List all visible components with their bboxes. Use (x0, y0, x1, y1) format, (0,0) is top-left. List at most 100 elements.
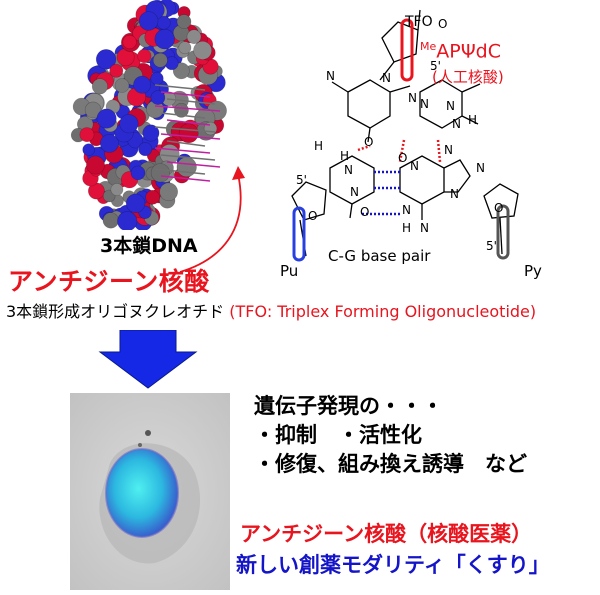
dna-atom-sphere (150, 71, 164, 86)
tfo-tag: TFO (405, 14, 433, 30)
red-curved-arrow-icon (179, 166, 245, 273)
svg-text:N: N (410, 159, 419, 173)
dna-atom-sphere (133, 75, 152, 94)
tfo-stick-bond (166, 98, 216, 105)
svg-text:O: O (494, 201, 503, 215)
tfo-stick-bond (160, 112, 206, 119)
svg-text:5': 5' (296, 173, 307, 187)
svg-text:N: N (408, 91, 417, 105)
pu-label: Pu (280, 262, 299, 280)
dna-atom-sphere (110, 183, 124, 196)
tfo-stick-bond (154, 168, 206, 175)
dna-atom-sphere (95, 49, 117, 70)
tfo-stick-bond (154, 147, 211, 154)
gene-expression-effects: 遺伝子発現の・・・ ・抑制 ・活性化 ・修復、組み換え誘導 など (254, 392, 527, 479)
dna-atom-sphere (138, 142, 153, 157)
tfo-stick-bond (166, 161, 221, 168)
svg-text:5': 5' (486, 239, 497, 253)
me-apdc-label: MeAPΨdC (420, 40, 501, 62)
triplex-dna-label: 3本鎖DNA (100, 235, 198, 257)
svg-text:N: N (476, 161, 485, 175)
dna-atom-sphere (176, 14, 192, 29)
tfo-stick-bond (154, 126, 216, 133)
tfo-stick-bond (166, 119, 211, 126)
svg-text:N: N (420, 221, 429, 235)
svg-text:O: O (438, 17, 447, 31)
dna-atom-sphere (145, 190, 160, 205)
svg-text:H: H (468, 113, 477, 127)
effects-line-1: 遺伝子発現の・・・ (254, 394, 443, 418)
svg-text:N: N (450, 187, 459, 201)
dna-atom-sphere (130, 165, 146, 181)
tfo-description: 3本鎖形成オリゴヌクレオチド (TFO: Triplex Forming Oli… (6, 298, 536, 322)
me-superscript: Me (420, 40, 437, 53)
dna-atom-sphere (119, 114, 139, 134)
svg-text:N: N (420, 97, 429, 111)
dna-atom-sphere (193, 41, 213, 60)
tfo-stick-bond (154, 105, 221, 112)
svg-text:O: O (398, 151, 407, 165)
dna-atom-sphere (186, 29, 202, 45)
tfo-description-en: (TFO: Triplex Forming Oligonucleotide) (229, 302, 537, 321)
dna-atom-sphere (86, 155, 105, 175)
tfo-description-jp: 3本鎖形成オリゴヌクレオチド (6, 302, 225, 321)
svg-text:H: H (314, 139, 323, 153)
dna-atom-sphere (114, 78, 130, 93)
down-arrow-icon (98, 330, 198, 389)
dna-atom-sphere (109, 63, 124, 78)
dna-atom-sphere (102, 212, 119, 229)
svg-text:O: O (364, 135, 373, 149)
dna-atom-sphere (150, 90, 166, 105)
dna-atom-sphere (174, 102, 189, 118)
dna-atom-sphere (117, 211, 138, 230)
nucleic-medicine-label: アンチジーン核酸（核酸医薬） (240, 522, 533, 546)
tfo-stick-bond (166, 140, 206, 147)
tfo-stick-bond (154, 84, 206, 91)
dna-atom-sphere (84, 101, 102, 119)
svg-text:H: H (402, 221, 411, 235)
svg-text:H: H (340, 149, 349, 163)
dna-atom-sphere (125, 193, 146, 214)
tfo-stick-bond (160, 154, 216, 161)
dna-atom-sphere (138, 11, 159, 31)
svg-text:N: N (350, 185, 359, 199)
svg-text:N: N (446, 99, 455, 113)
svg-text:N: N (402, 203, 411, 217)
svg-text:O: O (360, 205, 369, 219)
svg-text:N: N (382, 71, 391, 85)
cell-microscopy-image (70, 393, 230, 590)
effects-line-2: ・抑制 ・活性化 (254, 423, 422, 447)
dna-atom-sphere (150, 163, 170, 183)
triplex-dna-model (70, 0, 227, 230)
artificial-nucleic-label: (人工核酸) (432, 68, 504, 86)
dna-atom-sphere (142, 124, 160, 142)
dna-atom-sphere (152, 52, 168, 68)
svg-text:5': 5' (430, 59, 441, 73)
svg-text:O: O (308, 209, 317, 223)
svg-text:N: N (452, 117, 461, 131)
apdc-name: APΨdC (436, 40, 502, 63)
dna-atom-sphere (96, 108, 117, 129)
antigene-title: アンチジーン核酸 (8, 267, 210, 296)
dna-atom-sphere (79, 127, 95, 143)
svg-text:N: N (326, 69, 335, 83)
py-label: Py (524, 262, 542, 280)
chemical-structure-diagram: N N O N N N H H N N N N N O N H O H N N … (291, 9, 519, 262)
base-pair-label: C-G base pair (328, 247, 431, 265)
dna-atom-sphere (159, 182, 178, 202)
tfo-stick-bond (160, 91, 211, 98)
svg-text:N: N (444, 143, 453, 157)
dna-atom-sphere (91, 78, 108, 95)
dna-atom-sphere (122, 34, 137, 50)
dna-atom-sphere (154, 28, 175, 50)
dna-atom-sphere (82, 143, 96, 156)
dna-atom-sphere (137, 48, 152, 64)
tfo-stick-bond (160, 133, 221, 140)
effects-line-3: ・修復、組み換え誘導 など (254, 452, 527, 476)
svg-text:N: N (344, 163, 353, 177)
drug-modality-label: 新しい創薬モダリティ「くすり」 (236, 553, 550, 577)
dna-atom-sphere (178, 123, 199, 144)
dna-atom-sphere (178, 41, 192, 55)
tfo-stick-bond (160, 175, 211, 182)
dna-atom-sphere (100, 133, 119, 153)
